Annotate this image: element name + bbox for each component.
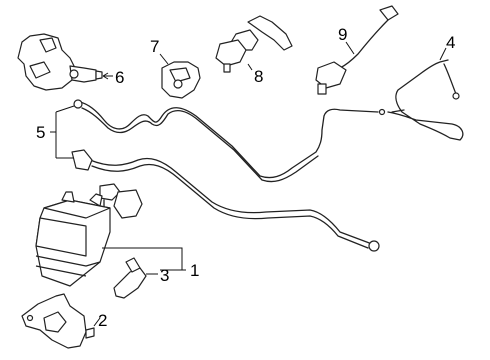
callout-4: 4 [446, 33, 455, 52]
part-1-canister [35, 191, 111, 287]
callout-6: 6 [115, 68, 124, 87]
part-9-harness [315, 5, 399, 95]
part-3-valve [113, 257, 147, 299]
callout-1: 1 [190, 261, 199, 280]
part-7-sensor [161, 61, 201, 99]
vapor-lines [71, 99, 380, 252]
part-6-purge-valve [17, 33, 103, 91]
callout-7: 7 [150, 37, 159, 56]
part-8-valve [215, 15, 293, 73]
part-4-tube [378, 59, 464, 141]
callout-5: 5 [36, 123, 45, 142]
part-2-bracket [21, 293, 95, 349]
callout-9: 9 [338, 25, 347, 44]
callout-2: 2 [98, 311, 107, 330]
callout-3: 3 [160, 266, 169, 285]
callout-8: 8 [254, 67, 263, 86]
leader-lines [50, 41, 447, 327]
